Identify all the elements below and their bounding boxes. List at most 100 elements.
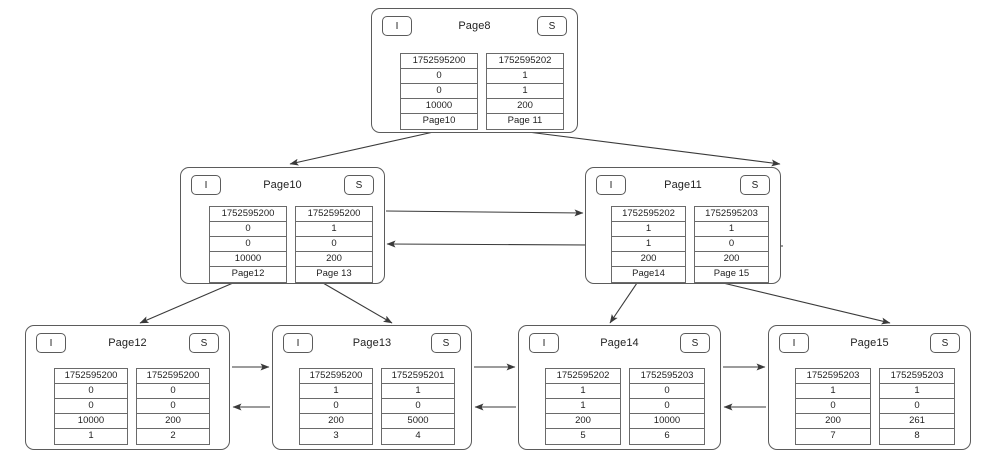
slot-cell: 1 bbox=[546, 384, 620, 399]
special-tab-page13[interactable]: S bbox=[431, 333, 461, 353]
slot-cell: 3 bbox=[333, 430, 339, 441]
slot-cell: 1 bbox=[88, 430, 94, 441]
slot-cell: Page12 bbox=[231, 268, 265, 279]
slot-cell: 10000 bbox=[630, 414, 704, 429]
slot-cell: 0 bbox=[300, 399, 372, 414]
slot-cell: 1752595200 bbox=[401, 54, 477, 69]
slot-cell: 200 bbox=[695, 252, 768, 267]
special-tab-page11[interactable]: S bbox=[740, 175, 770, 195]
slot-cell: 0 bbox=[137, 384, 209, 399]
special-tab-page8[interactable]: S bbox=[537, 16, 567, 36]
insert-tab-page11[interactable]: I bbox=[596, 175, 626, 195]
slot-cell: 1 bbox=[880, 384, 954, 399]
slot-cell: 200 bbox=[296, 252, 372, 267]
slot-cell: 1752595202 bbox=[546, 369, 620, 384]
slot-cell: 0 bbox=[630, 384, 704, 399]
edge-page10-page11-fwd bbox=[385, 209, 584, 217]
special-tab-page10[interactable]: S bbox=[344, 175, 374, 195]
slot-cell: 1 bbox=[695, 222, 768, 237]
slot-cell: 1 bbox=[300, 384, 372, 399]
slot-cell: 200 bbox=[612, 252, 685, 267]
slot-cell: 0 bbox=[630, 399, 704, 414]
slot-cell: 200 bbox=[487, 99, 563, 114]
slot-cell: 0 bbox=[137, 399, 209, 414]
special-tab-page12[interactable]: S bbox=[189, 333, 219, 353]
slot-cell: 0 bbox=[880, 399, 954, 414]
edge-page8-page10 bbox=[289, 130, 439, 166]
slot-cell: Page10 bbox=[422, 115, 456, 126]
slot-cell: 1752595201 bbox=[382, 369, 454, 384]
slot-cell: 1 bbox=[612, 237, 685, 252]
slot-cell: 0 bbox=[55, 399, 127, 414]
slot-cell: Page 11 bbox=[507, 115, 543, 126]
insert-tab-page10[interactable]: I bbox=[191, 175, 221, 195]
slot-cell: 1 bbox=[382, 384, 454, 399]
slot-cell: 1752595203 bbox=[630, 369, 704, 384]
slot-cell: 200 bbox=[546, 414, 620, 429]
edge-page11-page14 bbox=[609, 282, 638, 324]
slot-cell: 261 bbox=[880, 414, 954, 429]
slot-cell: 0 bbox=[695, 237, 768, 252]
insert-tab-page14[interactable]: I bbox=[529, 333, 559, 353]
slot-cell: Page14 bbox=[632, 268, 665, 279]
edge-page11-page15 bbox=[722, 282, 891, 325]
slot-cell: 1752595203 bbox=[695, 207, 768, 222]
insert-tab-page15[interactable]: I bbox=[779, 333, 809, 353]
slot-cell: 1752595200 bbox=[137, 369, 209, 384]
slot-cell: 200 bbox=[300, 414, 372, 429]
special-tab-page15[interactable]: S bbox=[930, 333, 960, 353]
special-tab-page14[interactable]: S bbox=[680, 333, 710, 353]
insert-tab-page12[interactable]: I bbox=[36, 333, 66, 353]
slot-cell: 0 bbox=[210, 237, 286, 252]
edge-page10-page13 bbox=[322, 282, 393, 324]
slot-cell: 6 bbox=[664, 430, 670, 441]
slot-cell: 0 bbox=[55, 384, 127, 399]
slot-cell: 1 bbox=[296, 222, 372, 237]
slot-cell: 10000 bbox=[401, 99, 477, 114]
slot-cell: 10000 bbox=[55, 414, 127, 429]
slot-cell: 1 bbox=[546, 399, 620, 414]
slot-cell: 1752595202 bbox=[487, 54, 563, 69]
slot-cell: Page 15 bbox=[713, 268, 750, 279]
slot-cell: 1752595202 bbox=[612, 207, 685, 222]
insert-tab-page13[interactable]: I bbox=[283, 333, 313, 353]
slot-cell: 7 bbox=[830, 430, 836, 441]
slot-cell: 0 bbox=[210, 222, 286, 237]
slot-cell: 8 bbox=[914, 430, 920, 441]
edge-page10-page12 bbox=[139, 282, 234, 324]
slot-cell: 200 bbox=[796, 414, 870, 429]
slot-cell: 0 bbox=[796, 399, 870, 414]
slot-cell: 0 bbox=[401, 84, 477, 99]
slot-cell: 1752595203 bbox=[796, 369, 870, 384]
insert-tab-page8[interactable]: I bbox=[382, 16, 412, 36]
slot-cell: 10000 bbox=[210, 252, 286, 267]
slot-cell: 0 bbox=[296, 237, 372, 252]
slot-cell: 5000 bbox=[382, 414, 454, 429]
slot-cell: 5 bbox=[580, 430, 586, 441]
